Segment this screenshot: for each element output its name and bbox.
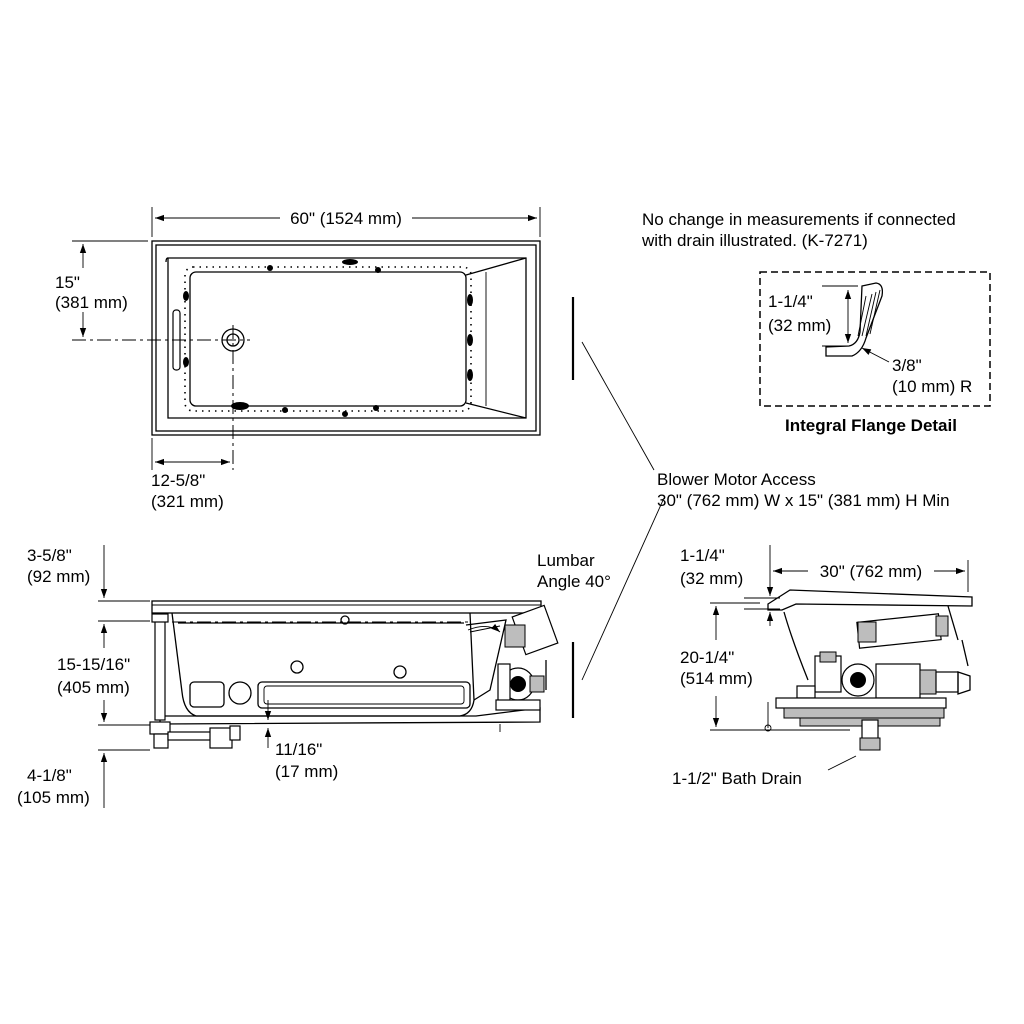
end-flange-dim-line1: 1-1/4" (680, 546, 725, 565)
plan-height-dim-line1: 15" (55, 273, 80, 292)
bath-drain-label: 1-1/2" Bath Drain (672, 769, 802, 788)
drain-offset-dim-line2: (321 mm) (151, 492, 224, 511)
end-width-dim: 30" (762 mm) (820, 562, 922, 581)
flange-detail: 1-1/4" (32 mm) 3/8" (10 mm) R Integral F… (759, 271, 991, 435)
end-view (764, 589, 973, 751)
end-blower-assembly (764, 613, 971, 751)
flange-radius-line2: (10 mm) R (892, 377, 972, 396)
lumbar-label-line2: Angle 40° (537, 572, 611, 591)
end-flange-dim-line2: (32 mm) (680, 569, 743, 588)
flange-radius-line1: 3/8" (892, 356, 922, 375)
plan-view (72, 240, 541, 470)
base-height-line1: 4-1/8" (27, 766, 72, 785)
flange-height-line1: 3-5/8" (27, 546, 72, 565)
side-view (149, 600, 559, 749)
flange-dim-line2: (32 mm) (768, 316, 831, 335)
blower-access-line2: 30" (762 mm) W x 15" (381 mm) H Min (657, 491, 950, 510)
plan-width-dim: 60" (1524 mm) (290, 209, 402, 228)
drain-note-line1: No change in measurements if connected (642, 210, 956, 229)
lumbar-label-line1: Lumbar (537, 551, 595, 570)
gap-dim-line2: (17 mm) (275, 762, 338, 781)
gap-dim-line1: 11/16" (275, 740, 322, 759)
flange-dim-line1: 1-1/4" (768, 292, 813, 311)
side-dimensions: Lumbar Angle 40° 3-5/8" (92 mm) 15-15/16… (17, 545, 611, 808)
tub-depth-line2: (405 mm) (57, 678, 130, 697)
end-height-line2: (514 mm) (680, 669, 753, 688)
blower-access: Blower Motor Access 30" (762 mm) W x 15"… (571, 297, 950, 718)
plan-dimensions: 60" (1524 mm) 15" (381 mm) 12-5/8" (321 … (55, 207, 541, 511)
tub-depth-line1: 15-15/16" (57, 655, 130, 674)
plan-height-dim-line2: (381 mm) (55, 293, 128, 312)
blower-access-line1: Blower Motor Access (657, 470, 816, 489)
drain-offset-dim-line1: 12-5/8" (151, 471, 205, 490)
flange-height-line2: (92 mm) (27, 567, 90, 586)
end-height-line1: 20-1/4" (680, 648, 734, 667)
drain-note-line2: with drain illustrated. (K-7271) (641, 231, 868, 250)
base-height-line2: (105 mm) (17, 788, 90, 807)
side-blower-assembly (495, 604, 559, 711)
end-dimensions: 1-1/4" (32 mm) 30" (762 mm) 20-1/4" (514… (672, 545, 969, 788)
flange-detail-title: Integral Flange Detail (785, 416, 957, 435)
